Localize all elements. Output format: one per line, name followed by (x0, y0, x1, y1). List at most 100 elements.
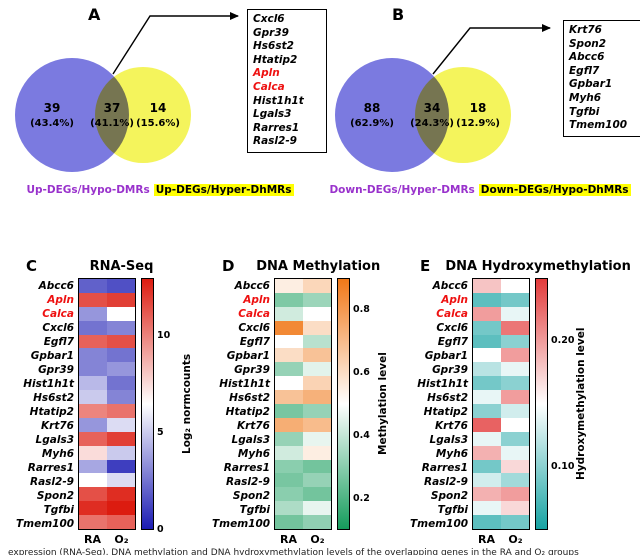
heatmap-cell (275, 376, 303, 391)
heatmap-row (79, 431, 135, 446)
colorbar-gradient (535, 278, 548, 530)
heatmap-cell (275, 487, 303, 502)
heatmap-row (473, 320, 529, 335)
heatmap-cell (107, 473, 135, 488)
heatmap-cell (107, 348, 135, 363)
heatmap-row (275, 515, 331, 530)
gene-name: Rarres1 (253, 121, 300, 134)
venn-circle-hypo-dmrs (15, 58, 129, 172)
heatmap-row (275, 279, 331, 293)
heatmap-cell (501, 473, 529, 488)
heatmap-cell (107, 501, 135, 516)
heatmap-cell (473, 334, 501, 349)
heatmap-row (275, 362, 331, 377)
heatmap-cell (501, 334, 529, 349)
heatmap-cell (501, 431, 529, 446)
gene-label: Htatip2 (423, 406, 468, 418)
colorbar-tick: 0 (157, 524, 164, 535)
gene-name: Spon2 (569, 37, 607, 50)
heatmap-cell (501, 417, 529, 432)
gene-label: Egfl7 (437, 336, 468, 348)
gene-label: Gpbar1 (424, 350, 468, 362)
heatmap-cell (275, 334, 303, 349)
heatmap-cell (501, 459, 529, 474)
heatmap-cell (79, 306, 107, 321)
heatmap-cell (275, 306, 303, 321)
gene-label: Calca (436, 308, 468, 320)
heatmap-cell (107, 376, 135, 391)
left-only-pct: (62.9%) (350, 118, 394, 129)
gene-label: Abcc6 (38, 280, 74, 292)
gene-label: Hs6st2 (229, 392, 270, 404)
panel-letter-a: A (88, 5, 101, 24)
heatmap-cell (107, 292, 135, 307)
left-only-count: 88 (364, 101, 381, 115)
heatmap-cell (501, 362, 529, 377)
gene-name: Hs6st2 (253, 40, 294, 53)
heatmap-row (79, 292, 135, 307)
panel-letter-d: D (222, 257, 235, 275)
heatmap-row (79, 320, 135, 335)
heatmap-row (79, 362, 135, 377)
gene-label: Apln (47, 294, 74, 306)
heatmap-cell (473, 431, 501, 446)
heatmap-cell (107, 487, 135, 502)
venn-circle-hypo-dhmrs (415, 67, 511, 163)
left-only-pct: (43.4%) (30, 118, 74, 129)
heatmap-cell (275, 292, 303, 307)
heatmap-cell (303, 404, 331, 418)
gene-label: Cxcl6 (238, 322, 270, 334)
heatmap-cell (79, 362, 107, 377)
overlap-pct: (41.1%) (90, 118, 134, 129)
gene-name: Tmem100 (569, 119, 628, 132)
column-label-ra: RA (84, 533, 101, 546)
heatmap-cell (303, 390, 331, 405)
gene-label: Spon2 (430, 490, 468, 502)
column-label-o2: O₂ (114, 533, 129, 546)
overlap-count: 34 (424, 101, 441, 115)
gene-label: Rasl2-9 (30, 476, 74, 488)
heatmap-cell (275, 459, 303, 474)
colorbar-tick: 0.20 (551, 335, 575, 346)
heatmap-row (473, 487, 529, 502)
gene-label: Lgals3 (429, 434, 468, 446)
heatmap-row (275, 348, 331, 363)
right-set-label: Down-DEGs/Hypo-DhMRs (478, 184, 631, 196)
right-only-count: 18 (470, 101, 487, 115)
heatmap-row (79, 376, 135, 391)
heatmap-row (473, 431, 529, 446)
panel-letter-c: C (26, 257, 38, 275)
heatmap-row (275, 390, 331, 405)
heatmap-row (275, 431, 331, 446)
heatmap-row (275, 459, 331, 474)
heatmap-cell (79, 390, 107, 405)
heatmap-cell (501, 390, 529, 405)
gene-label: Myh6 (41, 448, 74, 460)
gene-label: Krt76 (41, 420, 74, 432)
heatmap-cell (473, 279, 501, 293)
heatmap-cell (303, 487, 331, 502)
gene-name: Abcc6 (569, 51, 605, 64)
heatmap-cell (303, 445, 331, 460)
gene-label: Gpr39 (38, 364, 74, 376)
colorbar-label: Log₂ normcounts (181, 353, 193, 455)
heatmap-cell (501, 376, 529, 391)
heatmap-cell (275, 362, 303, 377)
heatmap-row (275, 306, 331, 321)
heatmap-cell (473, 292, 501, 307)
heatmap-row (275, 445, 331, 460)
heatmap-cell (501, 445, 529, 460)
heatmap-cell (107, 459, 135, 474)
heatmap-row (473, 515, 529, 530)
gene-label: Cxcl6 (42, 322, 74, 334)
heatmap-cell (303, 376, 331, 391)
